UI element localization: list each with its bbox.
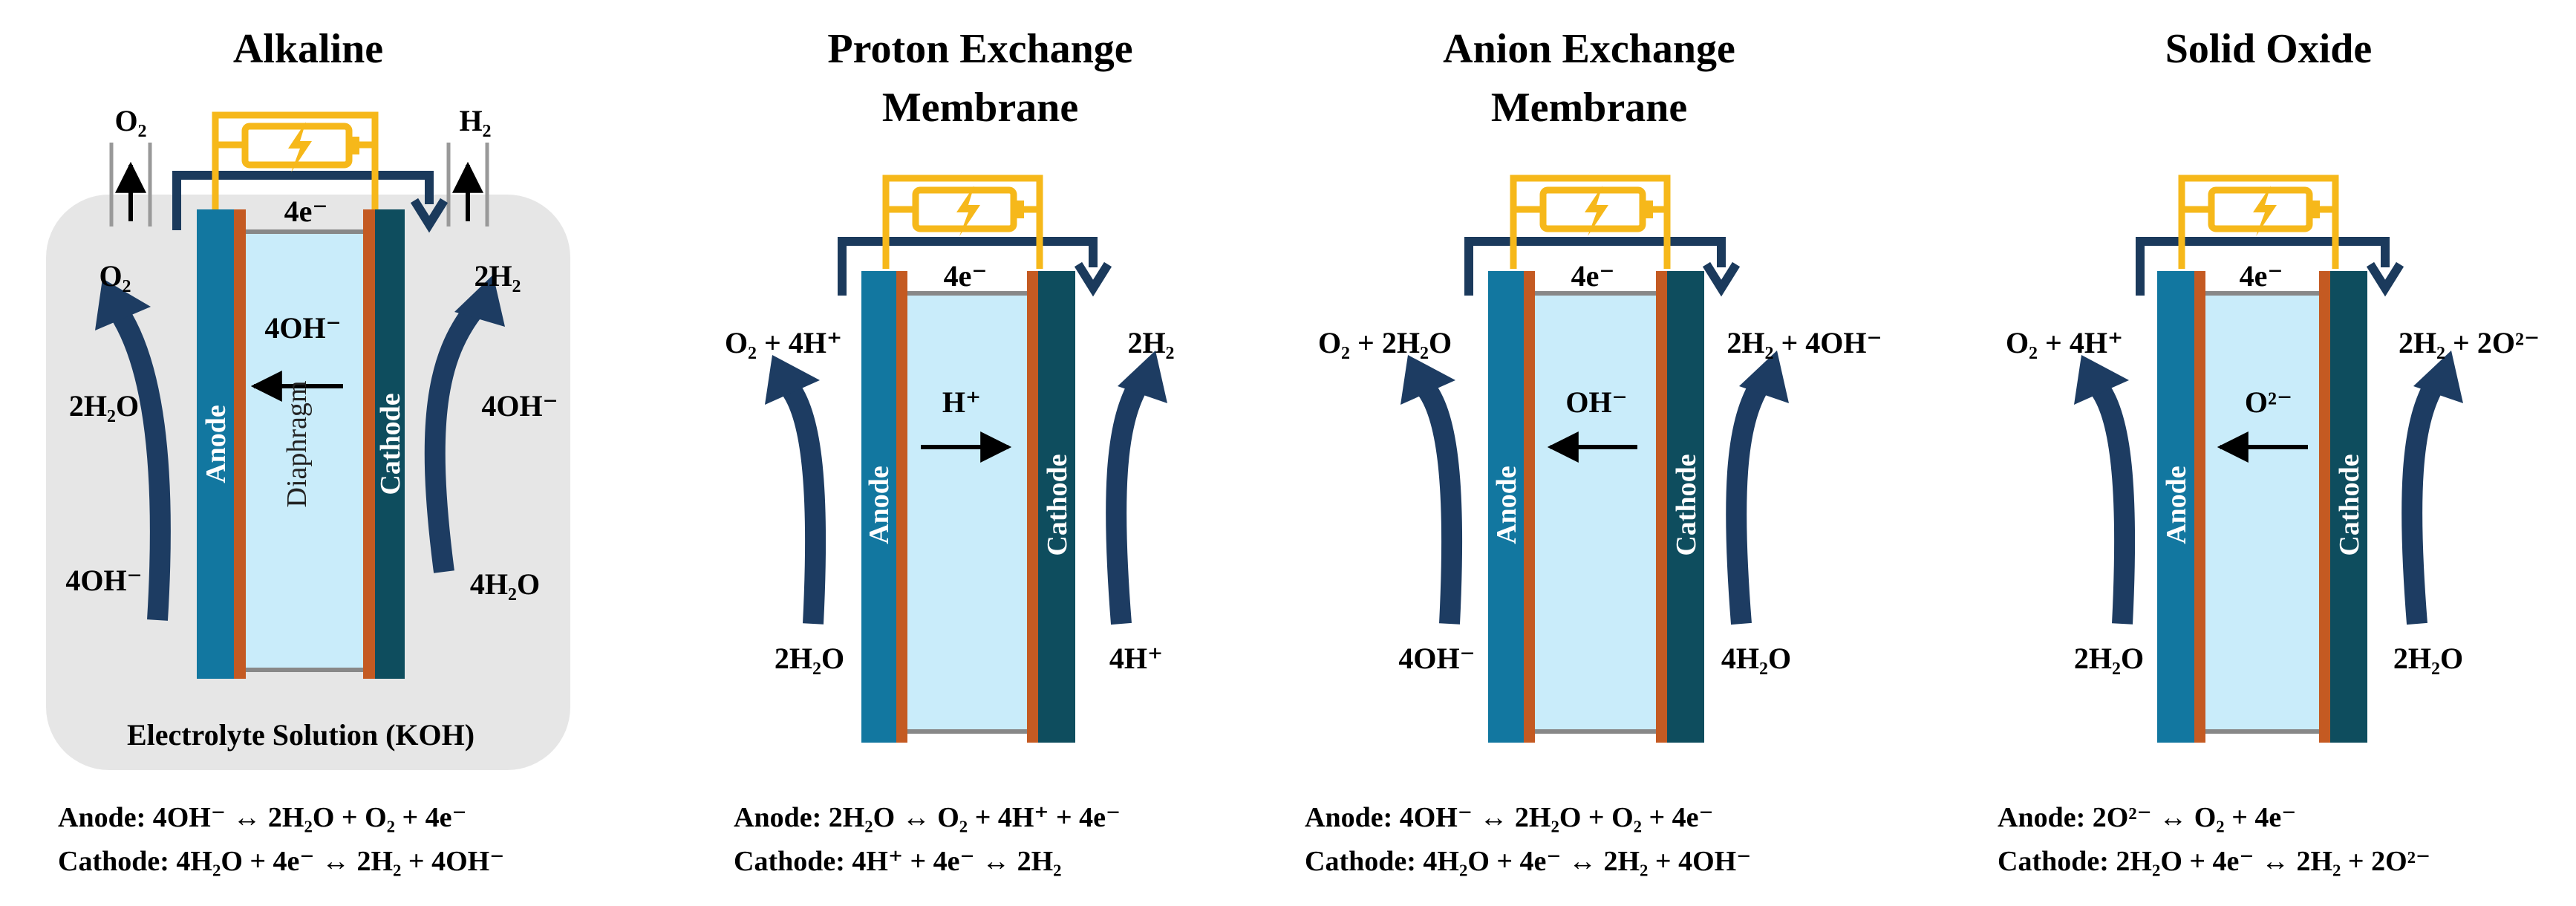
right-top-species: 2H₂ + 4OH⁻ [1726,326,1882,359]
cathode-equation: Cathode: 4H⁺ + 4e⁻ ↔ 2H₂ [734,846,1062,877]
cathode-equation: Cathode: 2H₂O + 4e⁻ ↔ 2H₂ + 2O²⁻ [1998,846,2430,877]
panel-title-line2: Membrane [1491,85,1687,131]
external-circuit [2136,237,2404,297]
anode-equation: Anode: 4OH⁻ ↔ 2H₂O + O₂ + 4e⁻ [1305,802,1714,833]
panel-title: Solid Oxide [2165,26,2373,72]
cathode-equation: Cathode: 4H₂O + 4e⁻ ↔ 2H₂ + 4OH⁻ [58,846,504,877]
electrolyte-channel [245,232,364,670]
diaphragm-label: Diaphragm [281,381,313,508]
power-source [882,175,1043,269]
panel-title-line2: Membrane [882,85,1078,131]
left-reaction-arrow [110,306,171,621]
lightning-icon [2253,186,2277,236]
right-top-species: 2H₂ [1127,326,1174,359]
power-source [2178,175,2339,269]
left-top-species: O₂ + 4H⁺ [2006,326,2123,359]
right-reaction-arrow [1726,377,1770,625]
gas-right-label: H₂ [459,104,491,137]
panel-aem: Anion Exchange Membrane 4e⁻ OH⁻ Anode Ca… [1305,26,1882,877]
anode-catalyst [896,271,907,743]
left-reaction-arrow [2089,379,2136,625]
electrolyte-channel [2205,293,2321,731]
anode-electrode [1488,271,1524,743]
ion-label: H⁺ [942,385,981,419]
anode-catalyst [1524,271,1535,743]
ion-label: O²⁻ [2245,385,2292,419]
left-bottom-species: 4OH⁻ [1398,642,1475,675]
right-reaction-arrow [1106,377,1150,625]
panel-solid-oxide: Solid Oxide 4e⁻ O²⁻ Anode Cathode O₂ + 4… [1998,26,2540,877]
ion-label: OH⁻ [1565,385,1627,419]
anode-electrode [861,271,896,743]
anode-equation: Anode: 2H₂O ↔ O₂ + 4H⁺ + 4e⁻ [734,802,1121,833]
right-top-species: 2H₂ [474,259,521,293]
cathode-catalyst [1027,271,1038,743]
panel-title: Alkaline [233,26,383,72]
cathode-catalyst [1656,271,1667,743]
right-bottom-species: 4H₂O [1721,642,1791,675]
cathode-electrode [1038,271,1075,743]
panel-title: Anion Exchange [1443,26,1735,72]
membrane-channel [906,293,1028,731]
external-circuit [172,171,449,233]
cathode-label: Cathode [1671,454,1702,555]
gas-outlet-left [109,143,152,226]
lightning-icon [956,186,980,236]
panel-pem: Proton Exchange Membrane 4e⁻ H⁺ Anode Ca… [725,26,1175,877]
anode-label: Anode [1491,466,1522,544]
left-reaction-arrow [1415,379,1463,625]
right-reaction-arrow [424,302,484,573]
left-top-species: O₂ + 2H₂O [1318,326,1452,359]
external-circuit [1464,237,1741,297]
anode-label: Anode [2161,466,2192,544]
cathode-catalyst [363,209,375,679]
external-circuit [838,237,1112,297]
membrane-channel [1534,293,1657,731]
left-bottom-species: 2H₂O [2074,642,2144,675]
gas-left-label: O₂ [114,104,146,137]
panel-title: Proton Exchange [827,26,1132,72]
electron-label: 4e⁻ [284,195,328,228]
cathode-label: Cathode [2334,454,2365,555]
left-top-species: O₂ + 4H⁺ [725,326,842,359]
cathode-catalyst [2319,271,2330,743]
left-top-species: O₂ [99,259,131,293]
anode-label: Anode [200,405,232,483]
left-mid-species: 2H₂O [69,389,139,423]
electrolyte-label: Electrolyte Solution (KOH) [127,718,475,752]
lightning-icon [288,122,312,172]
right-bottom-species: 4H⁺ [1109,642,1163,675]
power-source [212,111,379,209]
right-reaction-arrow [2401,377,2445,625]
anode-electrode [2157,271,2194,743]
electron-label: 4e⁻ [944,259,988,293]
right-bottom-species: 4H₂O [470,567,540,601]
anode-catalyst [2194,271,2205,743]
right-top-species: 2H₂ + 2O²⁻ [2399,326,2540,359]
lightning-icon [1585,186,1608,236]
cathode-label: Cathode [1042,454,1073,555]
anode-equation: Anode: 2O²⁻ ↔ O₂ + 4e⁻ [1998,802,2296,833]
left-bottom-species: 4OH⁻ [65,564,142,597]
left-bottom-species: 2H₂O [775,642,844,675]
cathode-electrode [375,209,405,679]
cathode-label: Cathode [375,393,406,495]
anode-equation: Anode: 4OH⁻ ↔ 2H₂O + O₂ + 4e⁻ [58,802,467,833]
anode-label: Anode [864,466,895,544]
ion-label: 4OH⁻ [264,311,341,345]
electron-label: 4e⁻ [2240,259,2283,293]
power-source [1510,175,1671,269]
left-reaction-arrow [780,379,826,625]
cathode-equation: Cathode: 4H₂O + 4e⁻ ↔ 2H₂ + 4OH⁻ [1305,846,1751,877]
anode-catalyst [234,209,246,679]
anode-electrode [197,209,234,679]
panel-alkaline: Alkaline O₂ H₂ 4e⁻ 4OH⁻ Diaphragm Anode … [46,26,570,877]
cathode-electrode [2330,271,2367,743]
electron-label: 4e⁻ [1571,259,1615,293]
right-bottom-species: 2H₂O [2393,642,2463,675]
right-mid-species: 4OH⁻ [481,389,558,423]
cathode-electrode [1667,271,1704,743]
gas-outlet-right [446,143,489,226]
